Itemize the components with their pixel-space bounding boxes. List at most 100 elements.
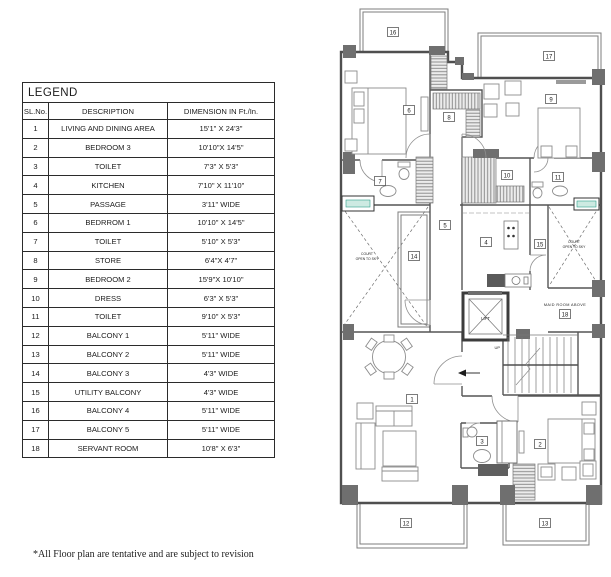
legend-cell: 6'4"X 4'7" [166, 250, 276, 271]
svg-text:14: 14 [411, 255, 418, 261]
room-label-18: 18 [559, 309, 571, 319]
room-label-8: 8 [443, 112, 455, 122]
staircase [503, 334, 578, 393]
legend-cell: 15'9"X 10'10" [166, 269, 276, 290]
legend-cell: SERVANT ROOM [48, 438, 168, 459]
legend-cell: BALCONY 2 [48, 344, 168, 365]
toilet11-fixtures [531, 181, 568, 199]
legend-cell: STORE [48, 250, 168, 271]
room-label-14: 14 [408, 251, 420, 261]
legend-cell: 10'8" X 6'3" [166, 438, 276, 459]
svg-text:7: 7 [378, 180, 382, 186]
room-label-2: 2 [534, 439, 546, 449]
room-label-10: 10 [501, 170, 513, 180]
legend-cell: 4 [22, 175, 49, 196]
legend-cell: BEDROOM 2 [48, 269, 168, 290]
room-label-11: 11 [552, 172, 564, 182]
room-label-13: 13 [539, 518, 551, 528]
legend-cell: 4'3" WIDE [166, 382, 276, 402]
legend-cell: 15'1" X 24'3" [166, 119, 276, 139]
legend-cell: KITCHEN [48, 175, 168, 196]
svg-text:8: 8 [447, 116, 451, 122]
legend-cell: 5 [22, 194, 49, 214]
utility-box-left [341, 195, 375, 212]
legend-cell: 6'3" X 5'3" [166, 288, 276, 308]
bedroom3-furniture [537, 401, 597, 481]
room-label-5: 5 [439, 220, 451, 230]
legend-cell: 9 [22, 269, 49, 290]
bedroom2-furniture [483, 80, 586, 159]
legend-cell: BEDRROM 1 [48, 212, 168, 233]
room-label-17: 17 [543, 51, 555, 61]
court-left-label-2: OPEN TO SKY [356, 257, 380, 261]
legend-table: LEGEND SL.No. DESCRIPTION DIMENSION IN F… [21, 82, 276, 459]
legend-cell: 5'11" WIDE [166, 325, 276, 346]
room-label-1: 1 [406, 394, 418, 404]
svg-text:12: 12 [403, 522, 410, 528]
maid-room-label: MAID ROOM ABOVE [544, 303, 586, 307]
legend-cell: 18 [22, 438, 49, 459]
legend-cell: 6 [22, 212, 49, 233]
legend-cell: 11 [22, 306, 49, 327]
room-label-9: 9 [545, 94, 557, 104]
court-right-label-2: OPEN TO SKY [563, 245, 587, 249]
legend-cell: 17 [22, 419, 49, 440]
legend-cell: 13 [22, 344, 49, 365]
legend-header-row: SL.No. DESCRIPTION DIMENSION IN Ft./In. [22, 102, 276, 120]
room-labels: 1 2 3 4 5 6 7 8 9 10 11 12 13 14 15 16 1… [374, 27, 571, 528]
svg-text:18: 18 [562, 313, 569, 319]
room-label-6: 6 [403, 105, 415, 115]
svg-text:11: 11 [555, 176, 562, 182]
toilet7-fixtures [379, 161, 411, 197]
legend-cell: 9'10" X 5'3" [166, 306, 276, 327]
legend-cell: 8 [22, 250, 49, 271]
legend-cell: 4'3" WIDE [166, 363, 276, 384]
svg-text:17: 17 [546, 55, 553, 61]
legend-cell: 7 [22, 231, 49, 252]
lift-shaft: LIFT [461, 291, 510, 342]
legend-cell: 15 [22, 382, 49, 402]
col-header-description: DESCRIPTION [48, 102, 168, 120]
svg-text:15: 15 [537, 243, 544, 249]
legend-cell: 1 [22, 119, 49, 139]
legend-title: LEGEND [21, 82, 276, 103]
legend-cell: 12 [22, 325, 49, 346]
col-header-dimension: DIMENSION IN Ft./In. [166, 102, 276, 120]
floor-plan: COURT OPEN TO SKY COURT OPEN TO SKY MAID… [330, 0, 611, 577]
col-header-slno: SL.No. [22, 102, 49, 120]
legend-cell: TOILET [48, 231, 168, 252]
legend-cell: 3'11" WIDE [166, 194, 276, 214]
legend-cell: 5'11" WIDE [166, 344, 276, 365]
column-blocks [342, 45, 605, 505]
legend-cell: BALCONY 1 [48, 325, 168, 346]
entrance-arrow [458, 369, 480, 377]
svg-text:3: 3 [480, 440, 484, 446]
legend-cell: 10'10" X 14'5" [166, 212, 276, 233]
svg-text:16: 16 [390, 31, 397, 37]
legend-cell: 3 [22, 156, 49, 177]
svg-text:9: 9 [549, 98, 553, 104]
legend-cell: BALCONY 3 [48, 363, 168, 384]
living-dining-furniture [355, 334, 419, 482]
legend-cell: 7'3" X 5'3" [166, 156, 276, 177]
lift-label: LIFT [481, 316, 490, 321]
svg-text:5: 5 [443, 224, 447, 230]
legend-table-wrap: LEGEND SL.No. DESCRIPTION DIMENSION IN F… [21, 82, 276, 459]
legend-cell: 5'10" X 5'3" [166, 231, 276, 252]
